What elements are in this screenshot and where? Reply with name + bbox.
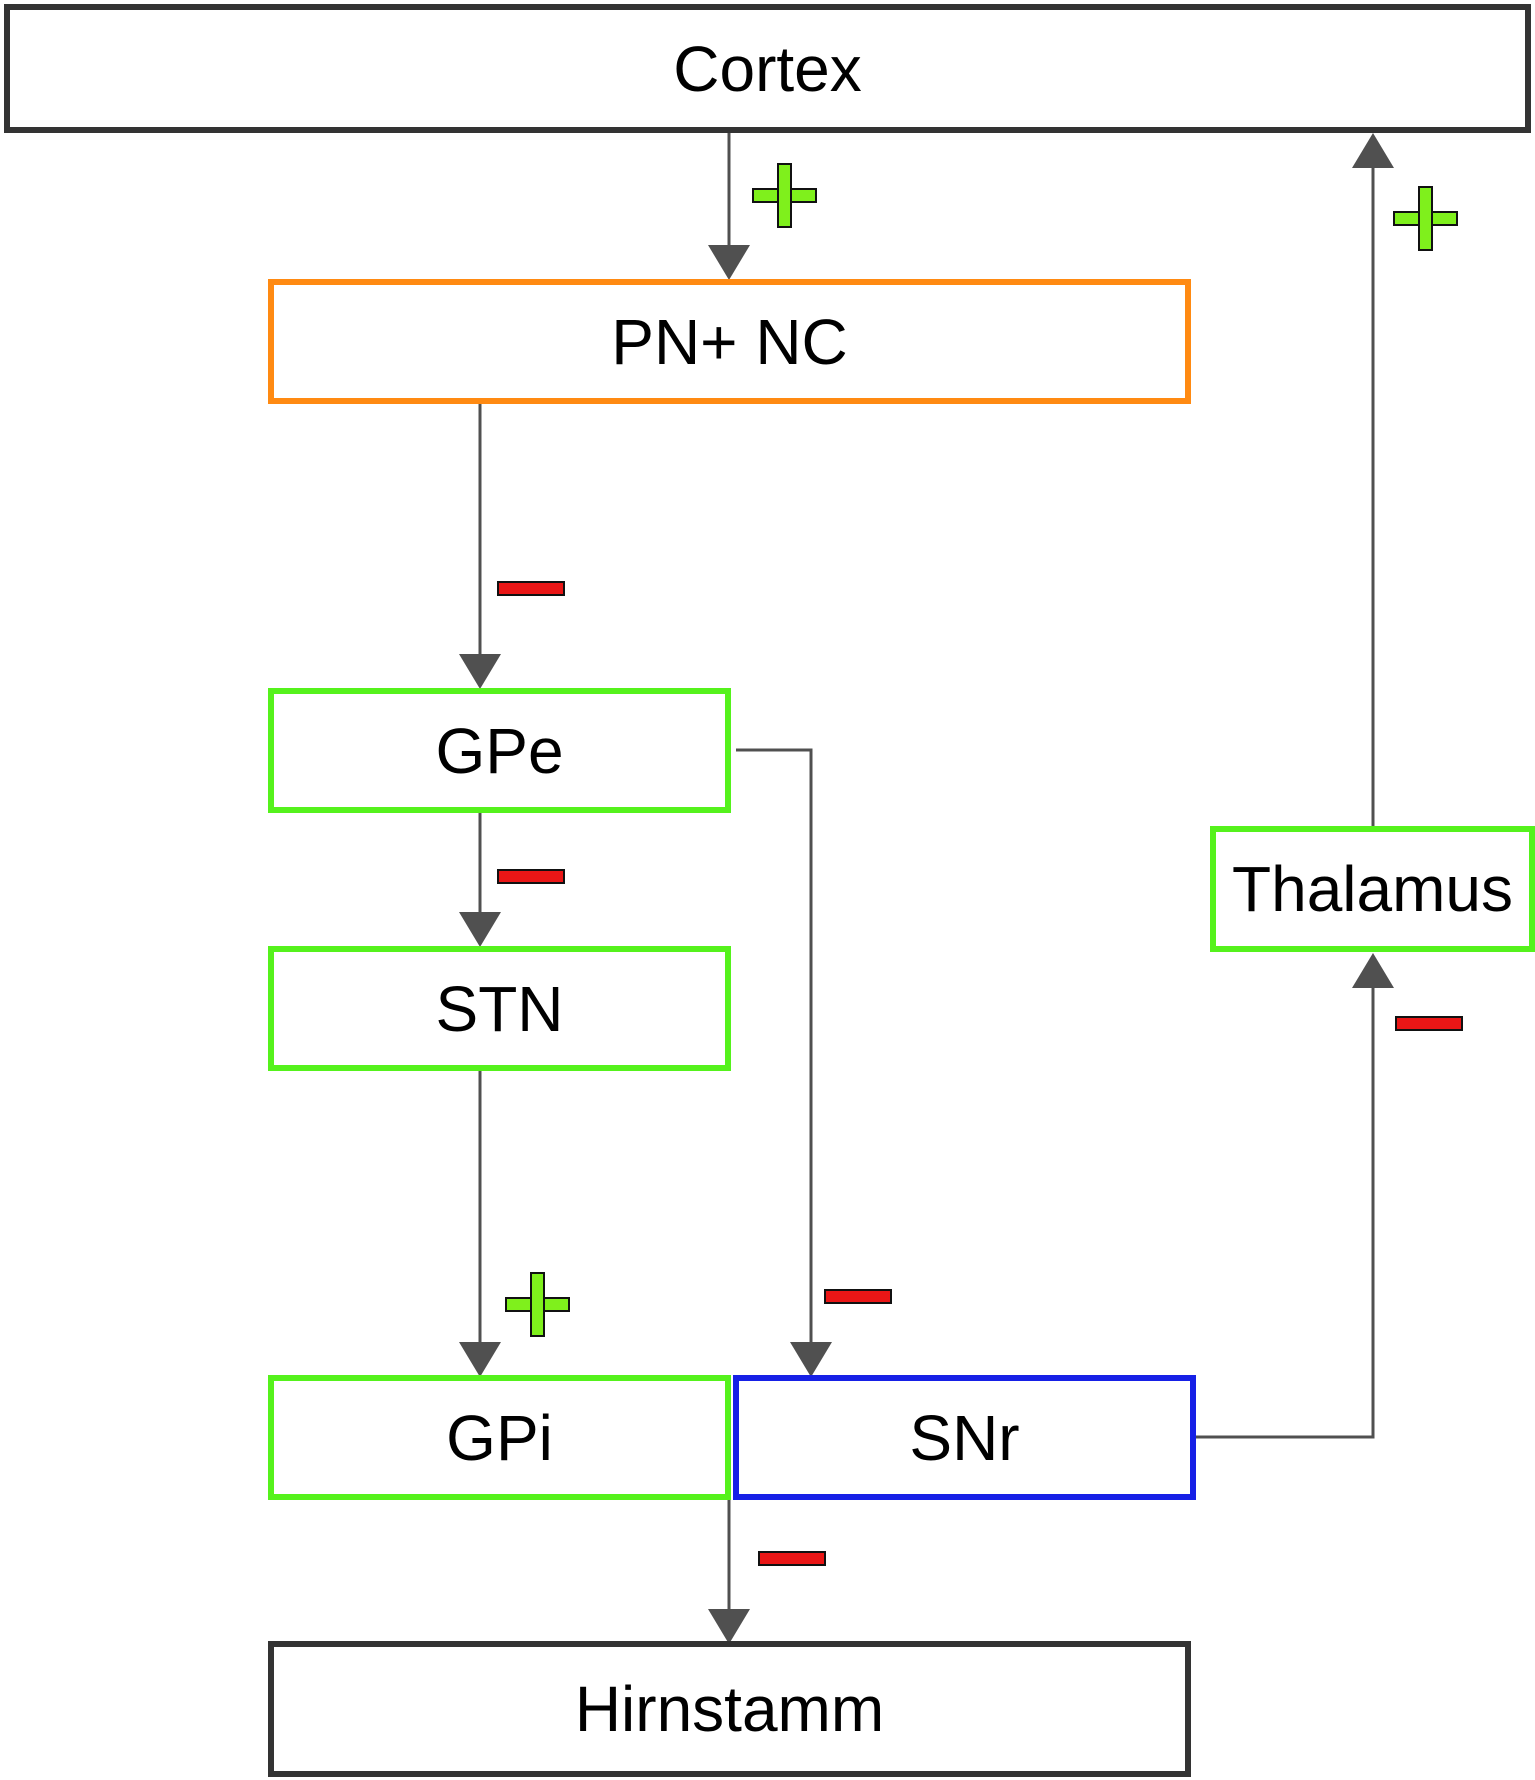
node-gpe-label: GPe (435, 714, 564, 787)
minus-sign-pn-nc-to-gpe (497, 581, 565, 596)
minus-sign-snr-to-thalamus (1395, 1016, 1463, 1031)
node-snr: SNr (733, 1375, 1196, 1500)
node-thalamus-label: Thalamus (1232, 853, 1513, 925)
arrowhead-gpe (459, 654, 501, 689)
node-gpi: GPi (268, 1375, 731, 1500)
minus-sign-gpi-to-hirnstamm (758, 1551, 826, 1566)
arrowhead-hirnstamm (708, 1609, 750, 1644)
arrowhead-snr (790, 1342, 832, 1377)
arrowhead-thalamus (1352, 953, 1394, 988)
node-gpi-label: GPi (446, 1401, 553, 1474)
node-stn-label: STN (435, 972, 564, 1045)
plus-sign-thalamus-to-cortex (1393, 186, 1458, 251)
node-hirnstamm-label: Hirnstamm (574, 1673, 885, 1745)
arrowhead-gpi (459, 1342, 501, 1377)
arrowhead-stn (459, 912, 501, 947)
node-hirnstamm: Hirnstamm (268, 1641, 1191, 1777)
node-pn-nc: PN+ NC (268, 279, 1191, 404)
node-cortex: Cortex (4, 4, 1531, 133)
node-cortex-label: Cortex (673, 32, 862, 105)
arrowhead-cortex (1352, 133, 1394, 168)
arrowhead-pn-nc (708, 245, 750, 280)
node-stn: STN (268, 946, 731, 1071)
edge-gpe-to-snr (736, 748, 813, 1348)
plus-sign-stn-to-gpi (505, 1272, 570, 1337)
minus-sign-gpe-to-stn (497, 869, 565, 884)
node-snr-label: SNr (909, 1401, 1020, 1474)
plus-sign-cortex-to-pn-nc (752, 163, 817, 228)
edge-snr-to-thalamus (1190, 982, 1375, 1439)
node-thalamus: Thalamus (1210, 826, 1535, 952)
minus-sign-gpe-to-snr (824, 1289, 892, 1304)
node-gpe: GPe (268, 688, 731, 813)
node-pn-nc-label: PN+ NC (611, 305, 848, 378)
